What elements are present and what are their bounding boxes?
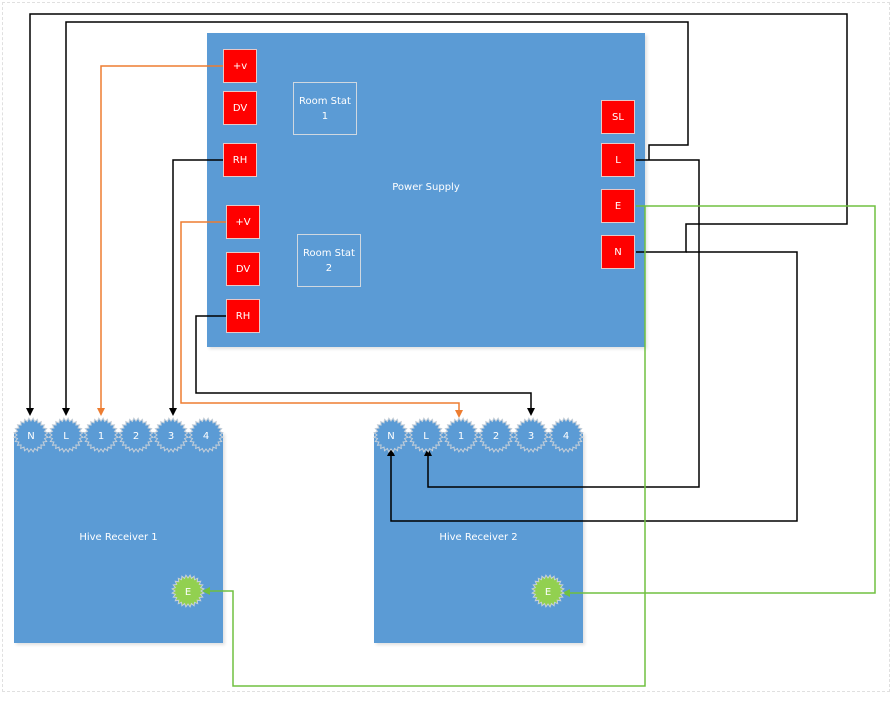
terminal-e[interactable]: E bbox=[601, 189, 635, 223]
power-supply-label: Power Supply bbox=[392, 182, 460, 193]
r1-terminal-2[interactable] bbox=[118, 417, 154, 453]
r2-terminal-2[interactable] bbox=[478, 417, 514, 453]
hive-receiver-2-label: Hive Receiver 2 bbox=[439, 532, 518, 543]
hive-receiver-1-label: Hive Receiver 1 bbox=[79, 532, 158, 543]
wire-n-to-r1-n bbox=[26, 13, 848, 416]
wire-e-to-r1-e bbox=[202, 206, 646, 687]
room-stat-2[interactable]: Room Stat 2 bbox=[297, 234, 361, 287]
page-border bbox=[2, 2, 890, 692]
wire-e-to-r2-e bbox=[562, 205, 876, 597]
room-stat-1[interactable]: Room Stat 1 bbox=[293, 82, 357, 135]
terminal-sl[interactable]: SL bbox=[601, 100, 635, 134]
r1-terminal-1-label: 1 bbox=[98, 431, 104, 442]
r2-terminal-2-label: 2 bbox=[493, 431, 499, 442]
r1-earth-terminal-label: E bbox=[185, 587, 191, 598]
wire-sl-to-r1-l bbox=[62, 21, 689, 416]
terminal-plus-v-2[interactable]: +V bbox=[226, 205, 260, 239]
r2-terminal-n[interactable] bbox=[373, 417, 409, 453]
terminal-plus-v-1[interactable]: +v bbox=[223, 49, 257, 83]
r1-terminal-4-label: 4 bbox=[203, 431, 209, 442]
wire-rh1-to-r1-3 bbox=[169, 159, 223, 416]
terminal-dv-1[interactable]: DV bbox=[223, 91, 257, 125]
r2-terminal-l[interactable] bbox=[408, 417, 444, 453]
terminal-dv-2[interactable]: DV bbox=[226, 252, 260, 286]
wire-plus-v1-to-r1-1 bbox=[97, 65, 223, 416]
r1-terminal-2-label: 2 bbox=[133, 431, 139, 442]
r2-terminal-4[interactable] bbox=[548, 417, 584, 453]
wire-l-to-r2-l bbox=[424, 159, 700, 488]
r2-terminal-l-label: L bbox=[423, 431, 429, 442]
terminal-rh-1[interactable]: RH bbox=[223, 143, 257, 177]
r2-terminal-1[interactable] bbox=[443, 417, 479, 453]
r1-terminal-4[interactable] bbox=[188, 417, 224, 453]
r1-terminal-n-label: N bbox=[27, 431, 34, 442]
r2-terminal-3[interactable] bbox=[513, 417, 549, 453]
hive-receiver-2[interactable]: Hive Receiver 2 bbox=[374, 432, 583, 643]
r1-terminal-3-label: 3 bbox=[168, 431, 174, 442]
wire-n-to-r2-n bbox=[387, 251, 798, 522]
r2-earth-terminal-label: E bbox=[545, 587, 551, 598]
r2-terminal-1-label: 1 bbox=[458, 431, 464, 442]
terminal-l[interactable]: L bbox=[601, 143, 635, 177]
r1-terminal-n[interactable] bbox=[13, 417, 49, 453]
hive-receiver-1[interactable]: Hive Receiver 1 bbox=[14, 432, 223, 643]
terminal-n[interactable]: N bbox=[601, 235, 635, 269]
r2-terminal-4-label: 4 bbox=[563, 431, 569, 442]
r2-terminal-n-label: N bbox=[387, 431, 394, 442]
r1-terminal-l[interactable] bbox=[48, 417, 84, 453]
r2-earth-terminal[interactable] bbox=[531, 574, 565, 608]
wire-rh2-to-r2-3 bbox=[195, 315, 535, 416]
power-supply[interactable]: Power Supply bbox=[207, 33, 645, 347]
r1-terminal-1[interactable] bbox=[83, 417, 119, 453]
r1-earth-terminal[interactable] bbox=[171, 574, 205, 608]
wire-plus-v2-to-r2-1 bbox=[180, 221, 463, 418]
r1-terminal-3[interactable] bbox=[153, 417, 189, 453]
r1-terminal-l-label: L bbox=[63, 431, 69, 442]
terminal-rh-2[interactable]: RH bbox=[226, 299, 260, 333]
r2-terminal-3-label: 3 bbox=[528, 431, 534, 442]
